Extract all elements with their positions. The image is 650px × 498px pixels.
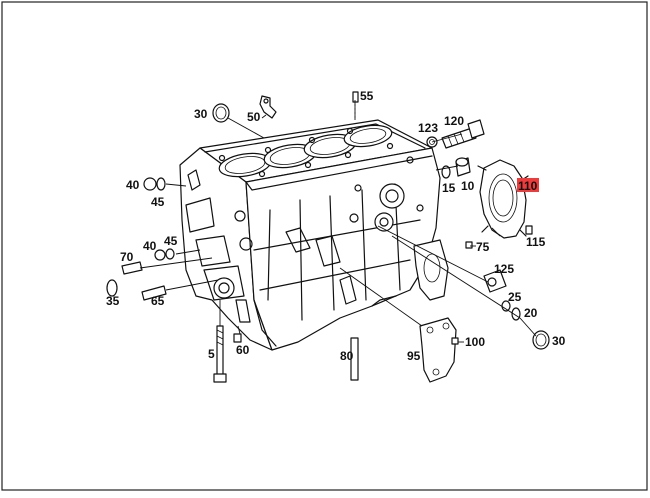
part-60-plug — [233, 333, 242, 343]
callout-125: 125 — [494, 262, 514, 276]
part-40-plug-left-lower — [154, 249, 166, 261]
callout-60: 60 — [236, 343, 250, 357]
callout-5: 5 — [208, 347, 215, 361]
part-80-pin — [350, 337, 359, 381]
part-50-bracket — [259, 95, 277, 119]
callout-100: 100 — [465, 335, 485, 349]
callout-40-lower: 40 — [143, 239, 157, 253]
callout-50: 50 — [247, 110, 261, 124]
callout-45-upper: 45 — [151, 195, 165, 209]
callout-95: 95 — [407, 349, 421, 363]
part-100-bolt — [451, 337, 459, 345]
callout-30-top: 30 — [194, 107, 208, 121]
callout-123: 123 — [418, 121, 438, 135]
part-45-ring-left-upper — [156, 177, 166, 191]
callout-110-highlight — [517, 178, 539, 192]
callout-30-lower: 30 — [552, 334, 566, 348]
part-35-ring — [106, 279, 118, 297]
part-115-bolt — [525, 225, 533, 235]
intermediate-gasket — [413, 239, 449, 301]
callout-110: 110 — [518, 179, 538, 193]
part-30-plug-lower — [532, 330, 550, 350]
callout-45-lower: 45 — [164, 234, 178, 248]
callout-65: 65 — [151, 294, 165, 308]
callout-80: 80 — [340, 349, 354, 363]
callout-75: 75 — [476, 240, 490, 254]
callout-55: 55 — [360, 89, 374, 103]
callout-115: 115 — [526, 235, 546, 249]
part-30-plug-top — [212, 103, 230, 123]
callout-35: 35 — [106, 294, 120, 308]
callout-20: 20 — [524, 306, 538, 320]
part-45-ring-left-lower — [165, 248, 175, 260]
part-120-pin — [441, 119, 485, 149]
leader-lines — [139, 100, 537, 343]
cylinder-block — [179, 119, 441, 351]
callouts: 55 30 50 123 120 15 10 110 40 45 115 75 … — [106, 89, 566, 363]
callout-120: 120 — [444, 114, 464, 128]
callout-40-upper: 40 — [126, 178, 140, 192]
callout-15-upper: 15 — [442, 181, 456, 195]
part-70-pin — [121, 261, 143, 275]
callout-70: 70 — [120, 250, 134, 264]
part-40-plug-left-upper — [143, 177, 157, 191]
part-10-plug — [455, 157, 471, 177]
part-65-pin — [141, 285, 167, 301]
callout-10: 10 — [461, 179, 475, 193]
callout-25: 25 — [508, 290, 522, 304]
part-95-gasket — [419, 317, 457, 383]
part-75-dowel — [465, 241, 473, 249]
